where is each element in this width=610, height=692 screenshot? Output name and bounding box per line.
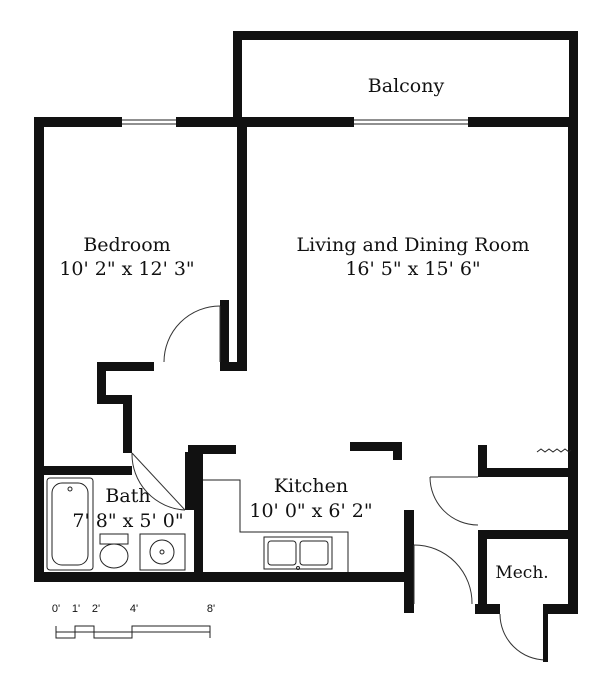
- exterior-walls: [34, 117, 578, 614]
- windows: [122, 119, 468, 125]
- scale-label-0: 0': [52, 603, 60, 615]
- living-room-dimensions: 16' 5" x 15' 6": [345, 258, 480, 280]
- scale-label-2: 2': [92, 603, 100, 615]
- scale-label-1: 1': [72, 603, 80, 615]
- bedroom-label: Bedroom: [83, 234, 170, 256]
- bath-dimensions: 7' 8" x 5' 0": [72, 510, 183, 532]
- bedroom-dimensions: 10' 2" x 12' 3": [59, 258, 194, 280]
- living-room-label: Living and Dining Room: [297, 234, 530, 256]
- kitchen-label: Kitchen: [274, 475, 348, 497]
- scale-label-8: 8': [207, 603, 215, 615]
- balcony-walls: [233, 31, 578, 117]
- bath-label: Bath: [105, 485, 150, 507]
- doors: [131, 305, 548, 662]
- bath-fixtures: [46, 477, 186, 571]
- kitchen-counter: [203, 479, 349, 572]
- kitchen-dimensions: 10' 0" x 6' 2": [249, 500, 372, 522]
- mech-label: Mech.: [495, 563, 548, 583]
- wall-squiggle: [536, 448, 572, 453]
- scale-bar: 0' 1' 2' 4' 8': [52, 603, 215, 639]
- interior-walls: [44, 127, 578, 614]
- balcony-label: Balcony: [368, 75, 445, 97]
- scale-label-4: 4': [130, 603, 138, 615]
